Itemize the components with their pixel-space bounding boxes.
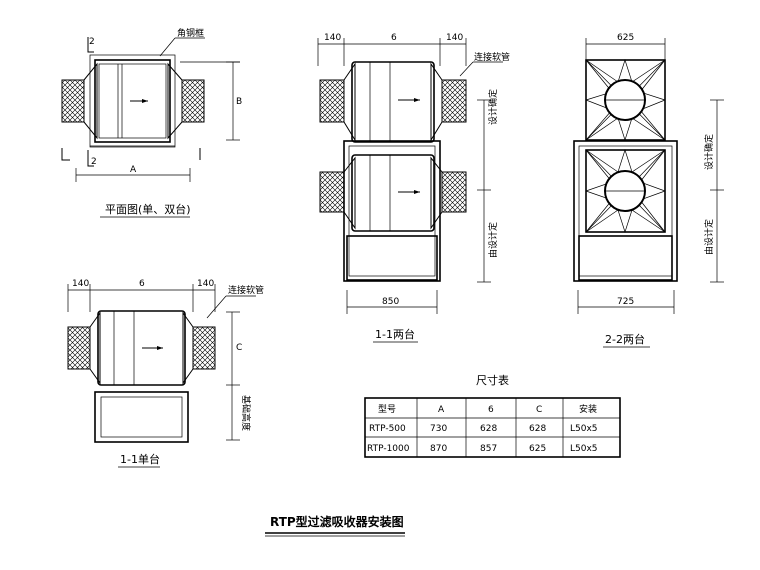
- single-base-label: 基础高度: [240, 395, 252, 431]
- size-table-row1-b: 628: [480, 424, 497, 434]
- single-dim-c: C: [236, 343, 242, 353]
- plan-left-hose: [61, 79, 85, 123]
- double-lower-right-hose: [441, 171, 467, 213]
- double-upper-flow-arrow: [414, 98, 420, 102]
- size-table-row1-c: 628: [529, 424, 546, 434]
- plan-angle-frame: [89, 54, 176, 148]
- section22-dim-bottom: 725: [617, 297, 634, 307]
- plan-angle-steel-label: 角钢框: [177, 27, 204, 39]
- double-lower-filter-body: [351, 154, 435, 232]
- size-table-row2-b: 857: [480, 444, 497, 454]
- drawing-title: RTP型过滤吸收器安装图: [270, 514, 404, 529]
- size-table: 尺寸表 型号 A 6 C 安装 RTP-500 730 628 628 L50x…: [364, 373, 621, 458]
- section22-base: [578, 235, 673, 281]
- plan-filter-body: [94, 59, 171, 143]
- plan-section-mark-bottom: 2: [91, 157, 97, 167]
- section22-lower-dim-label: 由设计定: [703, 219, 715, 255]
- single-base: [94, 391, 189, 443]
- double-base: [346, 235, 438, 281]
- plan-view: 2 2 角钢框 A B 平面图(单、双台): [61, 27, 242, 218]
- size-table-row2-model: RTP-1000: [367, 444, 410, 454]
- size-table-row1-install: L50x5: [570, 424, 598, 434]
- size-table-header-b: 6: [488, 405, 494, 415]
- double-upper-right-hose: [441, 79, 467, 123]
- section-11-double-view: 140 6 140 连接软管 设计确定: [317, 33, 510, 343]
- single-dim-middle: 6: [139, 279, 145, 289]
- double-dim-bottom: 850: [382, 297, 399, 307]
- double-lower-dim-label: 由设计定: [487, 222, 499, 258]
- size-table-row2-install: L50x5: [570, 444, 598, 454]
- size-table-title: 尺寸表: [476, 373, 509, 387]
- double-dim-middle: 6: [391, 33, 397, 43]
- section22-upper-dim-label: 设计确定: [703, 134, 715, 170]
- size-table-row1-model: RTP-500: [369, 424, 406, 434]
- section22-dim-top: 625: [617, 33, 634, 43]
- single-caption: 1-1单台: [120, 452, 160, 466]
- section-22-double-view: 625 设计确定 由设计定 725 2-2两台: [573, 33, 724, 348]
- single-dim-left: 140: [72, 279, 89, 289]
- double-caption: 1-1两台: [375, 327, 415, 341]
- size-table-row2-a: 870: [430, 444, 447, 454]
- double-lower-flow-arrow: [414, 190, 420, 194]
- plan-section-mark-top: 2: [89, 37, 95, 47]
- section22-caption: 2-2两台: [605, 332, 645, 346]
- double-dim-left: 140: [324, 33, 341, 43]
- size-table-header-install: 安装: [579, 403, 597, 415]
- double-upper-left-hose: [319, 79, 345, 123]
- double-upper-filter-body: [351, 61, 435, 143]
- size-table-header-c: C: [536, 405, 542, 415]
- plan-left-cone: [83, 62, 98, 140]
- single-flow-arrow: [157, 346, 163, 350]
- size-table-header-model: 型号: [378, 404, 396, 415]
- double-lower-left-hose: [319, 171, 345, 213]
- plan-flow-arrow: [142, 99, 148, 103]
- plan-caption: 平面图(单、双台): [105, 202, 191, 216]
- double-dim-right: 140: [446, 33, 463, 43]
- single-hose-label: 连接软管: [228, 284, 264, 296]
- section22-frame: [573, 140, 678, 282]
- single-left-hose: [67, 326, 91, 370]
- single-filter-body: [97, 310, 186, 386]
- section-11-single-view: 140 6 140 连接软管 C 基础高度 1-1单台: [67, 279, 264, 468]
- double-upper-dim-label: 设计确定: [487, 89, 499, 125]
- single-right-hose: [192, 326, 216, 370]
- plan-dim-a: A: [130, 165, 137, 175]
- drawing-title-block: RTP型过滤吸收器安装图: [265, 514, 405, 537]
- plan-right-hose: [181, 79, 205, 123]
- size-table-header-a: A: [438, 405, 445, 415]
- single-dim-right: 140: [197, 279, 214, 289]
- plan-dim-b: B: [236, 97, 242, 107]
- size-table-row1-a: 730: [430, 424, 447, 434]
- size-table-row2-c: 625: [529, 444, 546, 454]
- double-frame: [343, 140, 441, 282]
- double-hose-label: 连接软管: [474, 51, 510, 63]
